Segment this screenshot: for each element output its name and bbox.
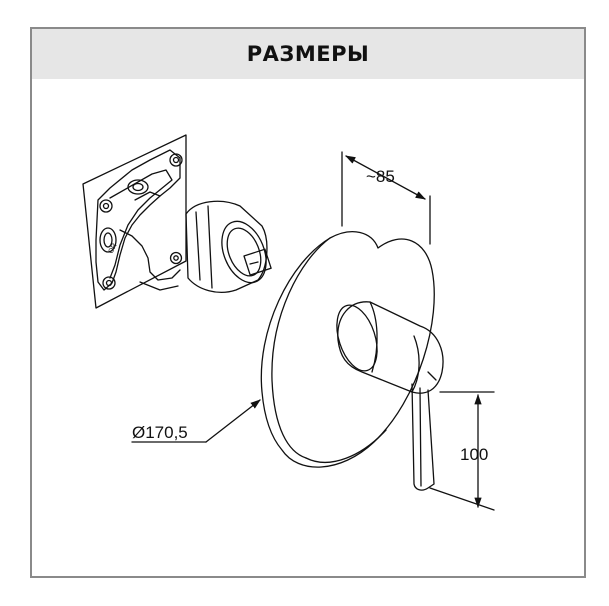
screw-icon [102, 276, 116, 290]
brand-mark: OR [108, 242, 119, 255]
screw-icon [99, 199, 113, 213]
mounting-plate [82, 134, 187, 309]
handle-lever [411, 383, 435, 491]
dimension-height-label: 100 [460, 445, 488, 464]
dimension-diameter-label: Ø170,5 [132, 423, 188, 442]
panel-title: РАЗМЕРЫ [246, 42, 370, 66]
mixer-trim [260, 231, 444, 491]
concealed-valve-body: OR [82, 134, 272, 309]
screw-icon [169, 251, 183, 265]
dimensions-panel: РАЗМЕРЫ [30, 27, 586, 578]
dimension-height: 100 [429, 391, 495, 511]
valve-cast-frame [95, 149, 181, 291]
dimension-width: ~85 [341, 151, 431, 245]
dimension-width-label: ~85 [366, 167, 395, 186]
panel-header: РАЗМЕРЫ [32, 29, 584, 79]
rosette-plate [260, 231, 435, 468]
valve-spindle [243, 248, 272, 276]
dimension-diameter: Ø170,5 [131, 399, 261, 443]
screw-icon [169, 153, 183, 167]
